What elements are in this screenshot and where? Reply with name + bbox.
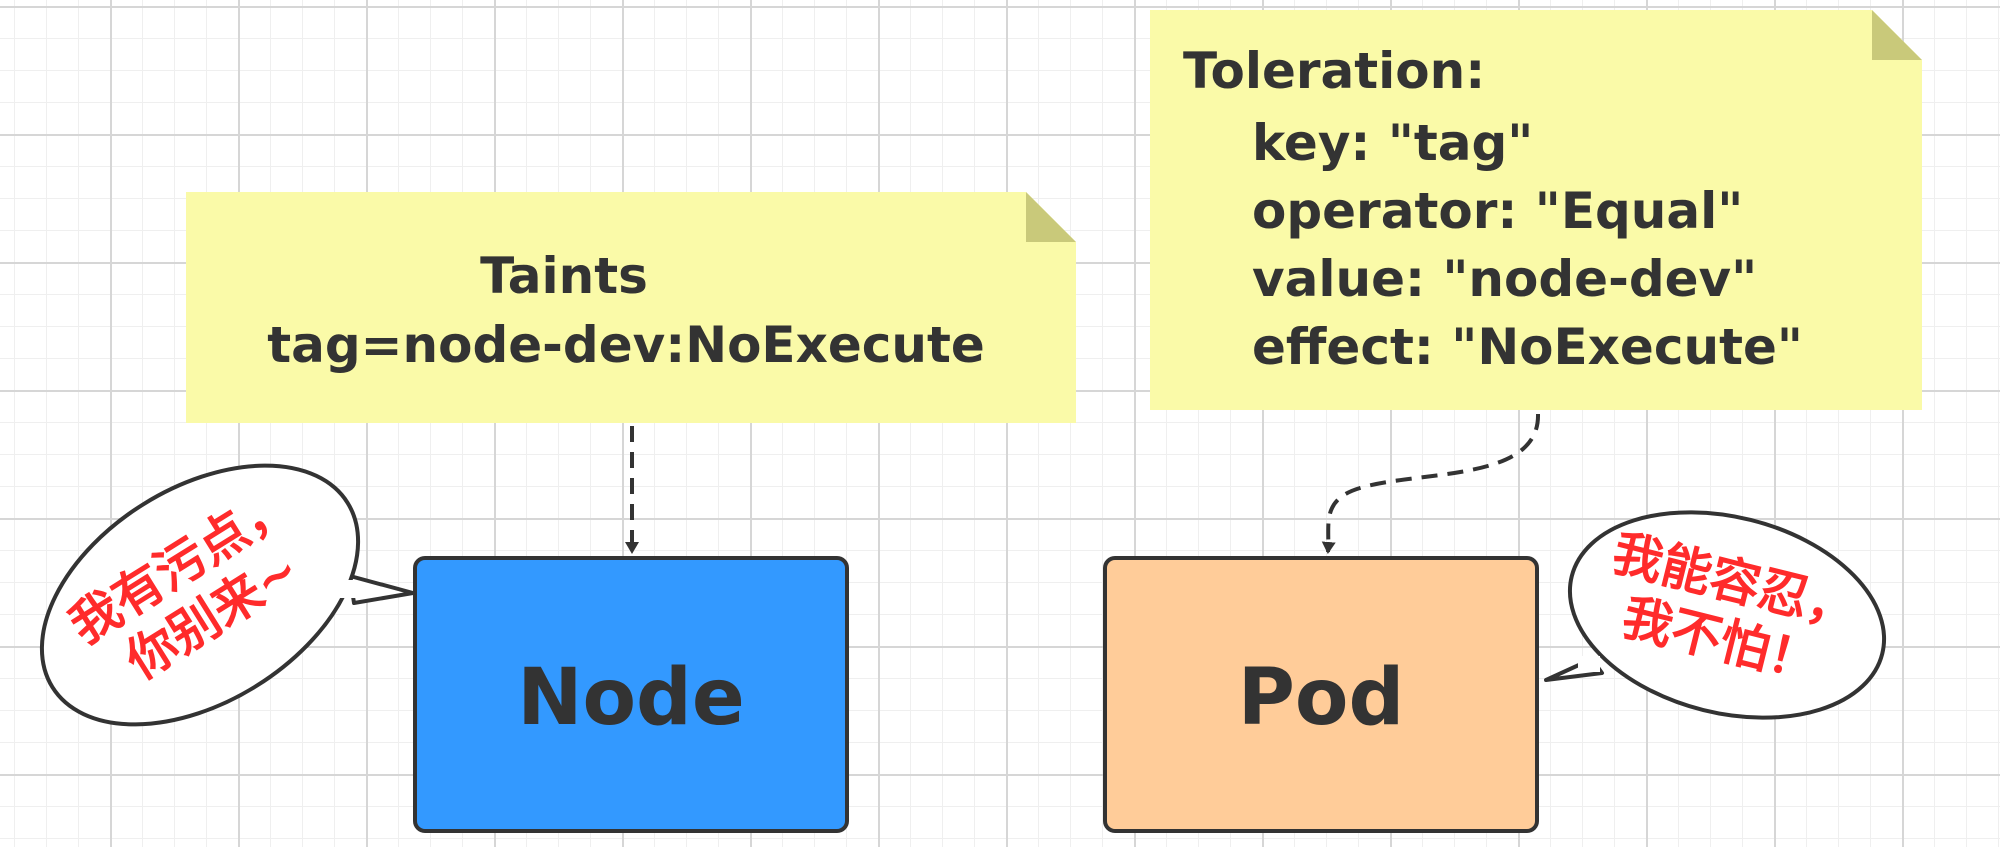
pod-speech-bubble: 我能容忍， 我不怕！ — [1544, 510, 1887, 720]
pod-bubble-tail-joint — [1578, 656, 1600, 672]
node-label: Node — [517, 653, 745, 743]
toleration-to-pod-arrow — [1321, 413, 1541, 554]
toleration-note-fold — [1872, 10, 1922, 60]
node-rect — [413, 556, 849, 833]
toleration-title: Toleration: — [1183, 42, 1485, 100]
toleration-line-operator: operator: "Equal" — [1252, 182, 1743, 240]
pod-rect — [1103, 556, 1539, 833]
toleration-note-body — [1150, 10, 1922, 410]
node-bubble-tail — [348, 574, 415, 605]
pod-bubble-shape — [1567, 510, 1887, 720]
taints-title: Taints — [480, 247, 648, 305]
taints-value: tag=node-dev:NoExecute — [267, 316, 985, 374]
taints-note-body — [186, 192, 1076, 423]
node-bubble-shape — [39, 463, 361, 727]
toleration-note: Toleration: key: "tag" operator: "Equal"… — [1150, 10, 1922, 410]
pod-label: Pod — [1238, 653, 1405, 743]
toleration-line-key: key: "tag" — [1252, 114, 1533, 172]
node-bubble-tail-joint — [336, 580, 356, 598]
taints-note-fold — [1026, 192, 1076, 242]
toleration-line-effect: effect: "NoExecute" — [1252, 318, 1803, 376]
toleration-line-value: value: "node-dev" — [1252, 250, 1757, 308]
node-box: Node — [413, 556, 849, 833]
node-speech-bubble: 我有污点， 你别来~ — [39, 463, 415, 727]
taints-note: Taints tag=node-dev:NoExecute — [186, 192, 1076, 423]
pod-box: Pod — [1103, 556, 1539, 833]
